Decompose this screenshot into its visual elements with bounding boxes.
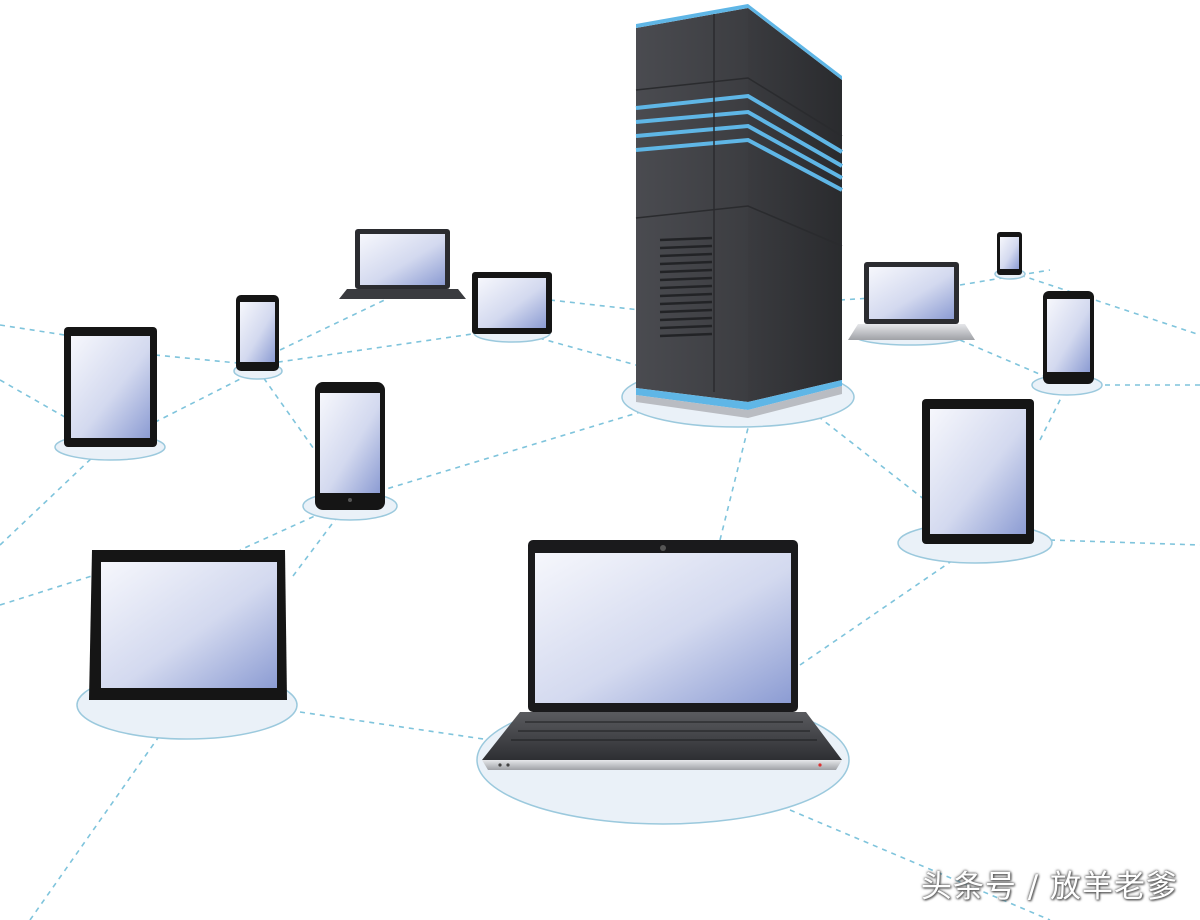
smartphone-icon [236, 295, 279, 371]
server-tower-icon [635, 4, 844, 418]
laptop-icon [848, 262, 975, 340]
smartphone-icon [997, 232, 1022, 275]
tablet-icon [64, 327, 157, 447]
laptop-icon [482, 540, 842, 770]
tablet-icon [89, 550, 287, 700]
tablet-icon [472, 272, 552, 334]
network-links [0, 269, 1200, 920]
watermark-text: 头条号 / 放羊老爹 [920, 869, 1178, 905]
smartphone-icon [315, 382, 385, 510]
laptop-icon [339, 229, 466, 299]
tablet-icon [922, 399, 1034, 544]
smartphone-icon [1043, 291, 1094, 384]
